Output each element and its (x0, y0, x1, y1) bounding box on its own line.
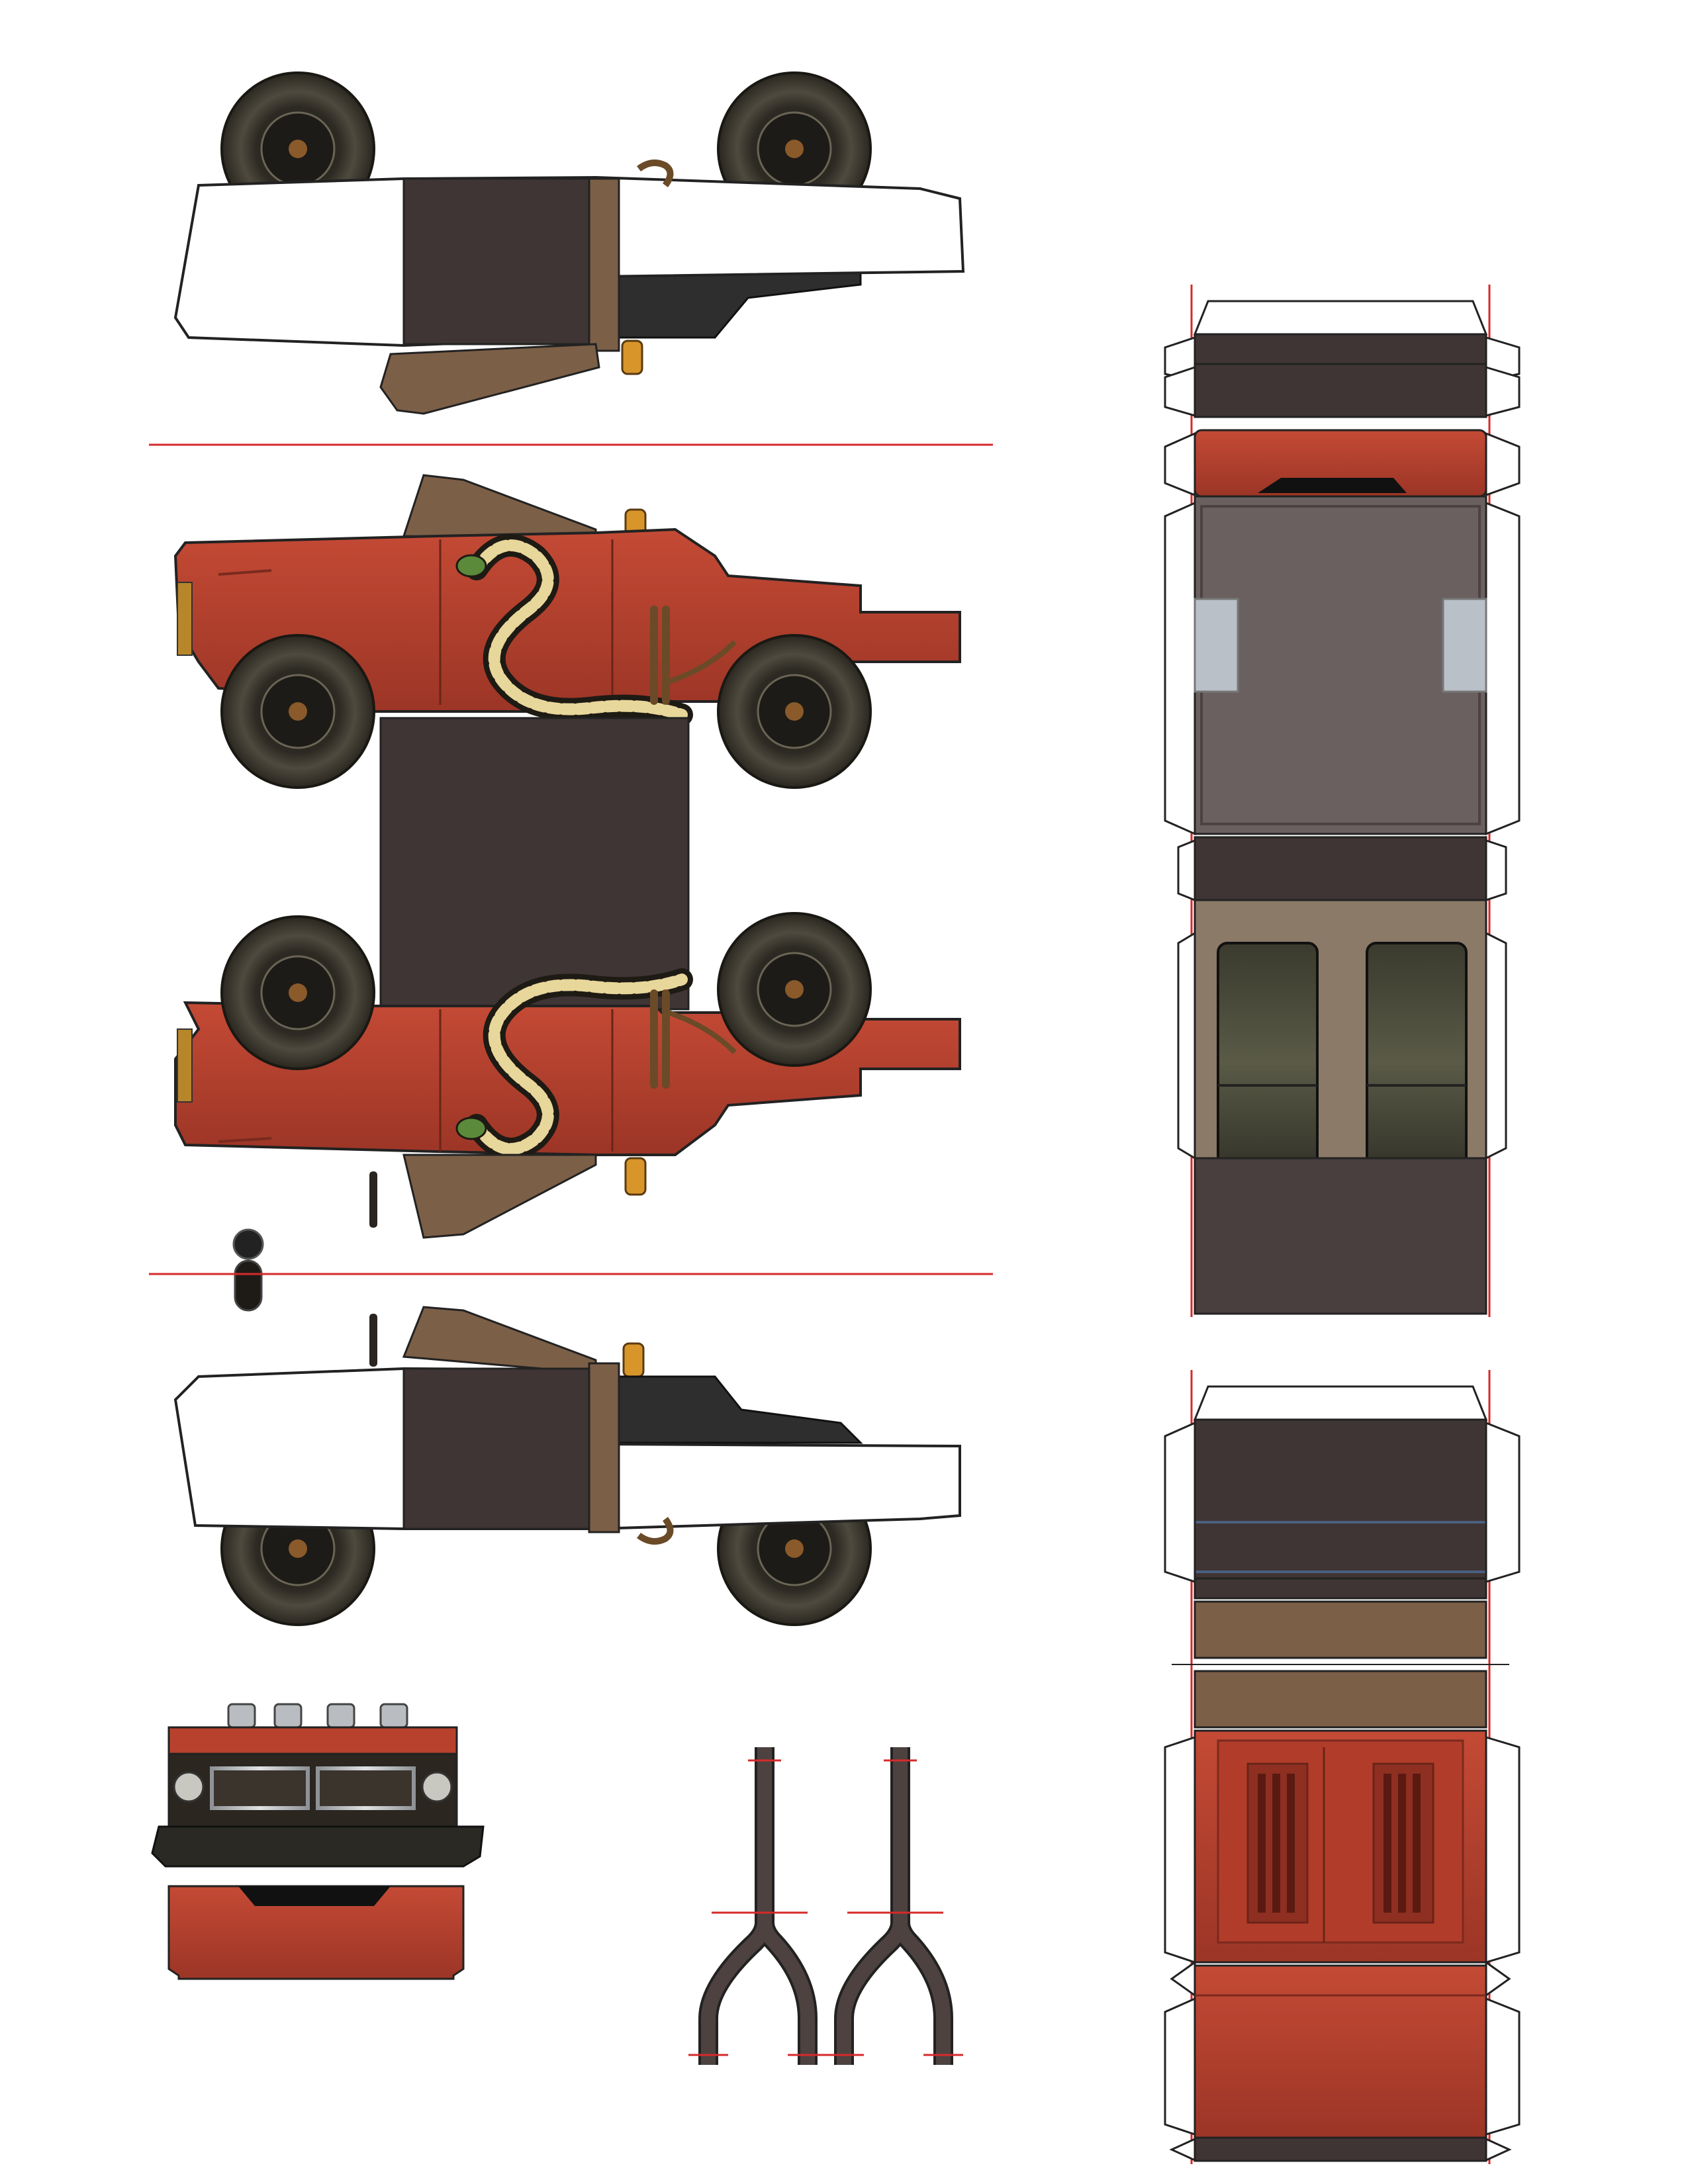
side-tab-left (1169, 2137, 1196, 2162)
amber-light-upper (621, 340, 643, 375)
floorpan-grey (1194, 495, 1487, 835)
side-tab-right (1485, 432, 1521, 497)
front-grille-with-lights (151, 1703, 485, 1868)
grille-left-mesh (210, 1766, 310, 1810)
leather-strip-upper (588, 177, 620, 352)
dash-panel (1194, 333, 1487, 418)
side-tab-left (1164, 1997, 1196, 2136)
glue-tab-top (1193, 1385, 1488, 1421)
leather-panel-2 (1194, 1670, 1487, 1729)
hood-and-bed-top-view (1164, 1370, 1521, 2164)
roll-bar-frame (688, 1747, 827, 2065)
windshield-flap-upper (379, 343, 600, 415)
dark-underbody-upper (594, 270, 862, 339)
side-tab-left (1170, 1960, 1196, 1997)
windshield-flap-lower (402, 1306, 597, 1375)
upper-side-panel (173, 71, 965, 415)
grille-top-red (167, 1726, 458, 1755)
roof-light-row (227, 1703, 408, 1729)
rear-bumper (167, 1885, 465, 1980)
headlight-grille-left (173, 1771, 205, 1803)
headlight-right (177, 1028, 193, 1103)
spotlight-piece (232, 1228, 264, 1312)
bottom-strip-dark (1194, 2136, 1487, 2162)
grille-right-mesh (316, 1766, 416, 1810)
side-tab-left (1177, 839, 1196, 902)
side-tab-right (1485, 931, 1507, 1160)
body-crease-right (218, 1137, 272, 1143)
seat-bracket-left (1194, 598, 1239, 693)
winch-cable-lower (637, 1517, 674, 1545)
tailgate-dark (1194, 1418, 1487, 1580)
hood-vent-left (1246, 1762, 1309, 1924)
bed-side-dark (1194, 1577, 1487, 1600)
side-tab-left (1164, 432, 1196, 497)
rope-coil-left (650, 606, 737, 705)
leather-panel-1 (1194, 1600, 1487, 1659)
side-tab-right (1485, 365, 1521, 417)
leather-strip-lower (588, 1362, 620, 1533)
hood-vent-right (1372, 1762, 1434, 1924)
rope-coil-right (650, 989, 737, 1089)
bed-floor-dark (1194, 1157, 1487, 1315)
amber-light-lower (622, 1342, 645, 1378)
floor-strip (379, 717, 690, 1011)
antenna-post-lower (369, 1314, 377, 1367)
dark-underbody-lower (594, 1375, 863, 1444)
antenna-post-right (369, 1171, 377, 1228)
side-tab-right (1485, 501, 1521, 836)
side-tab-right (1485, 1997, 1521, 2136)
headlight-left (177, 582, 193, 656)
windshield-frame-right (402, 1154, 597, 1239)
side-tab-right (1485, 1960, 1511, 1997)
side-tab-left (1177, 931, 1196, 1160)
tire-rear-right (717, 912, 872, 1067)
windshield-frame-left (402, 474, 597, 541)
cabin-top-view (1164, 285, 1521, 1317)
interior-strip-upper (402, 177, 590, 345)
left-side-panel-with-snake (173, 474, 961, 789)
snake-decal-left (455, 534, 693, 726)
grille-top-red (1194, 1964, 1487, 2139)
side-tab-left (1164, 501, 1196, 836)
lower-side-panel (173, 1306, 961, 1626)
snake-decal-right (455, 968, 693, 1160)
right-side-panel-with-snake (174, 912, 961, 1239)
side-tab-left (1164, 1735, 1196, 1964)
front-bumper (151, 1825, 485, 1868)
tire-front-left (220, 634, 375, 789)
tire-rear-left (717, 634, 872, 789)
cowl-vent (1258, 478, 1407, 493)
winch-cable-upper (637, 159, 674, 187)
firewall-dark (1194, 836, 1487, 901)
side-tab-right (1485, 839, 1507, 902)
side-tab-right (1485, 1421, 1521, 1584)
side-tab-left (1164, 365, 1196, 417)
body-crease-left (218, 569, 272, 576)
side-tab-right (1485, 1735, 1521, 1964)
seat-bracket-right (1442, 598, 1487, 693)
tire-front-right (220, 915, 375, 1070)
bumper-notch (238, 1886, 391, 1906)
roll-bar-frame (824, 1747, 963, 2065)
side-tab-left (1164, 1421, 1196, 1584)
headlight-grille-right (421, 1771, 453, 1803)
glue-tab-top (1193, 300, 1488, 336)
amber-light-right (624, 1157, 647, 1196)
interior-strip-lower (402, 1367, 590, 1530)
side-tab-right (1485, 2137, 1512, 2162)
